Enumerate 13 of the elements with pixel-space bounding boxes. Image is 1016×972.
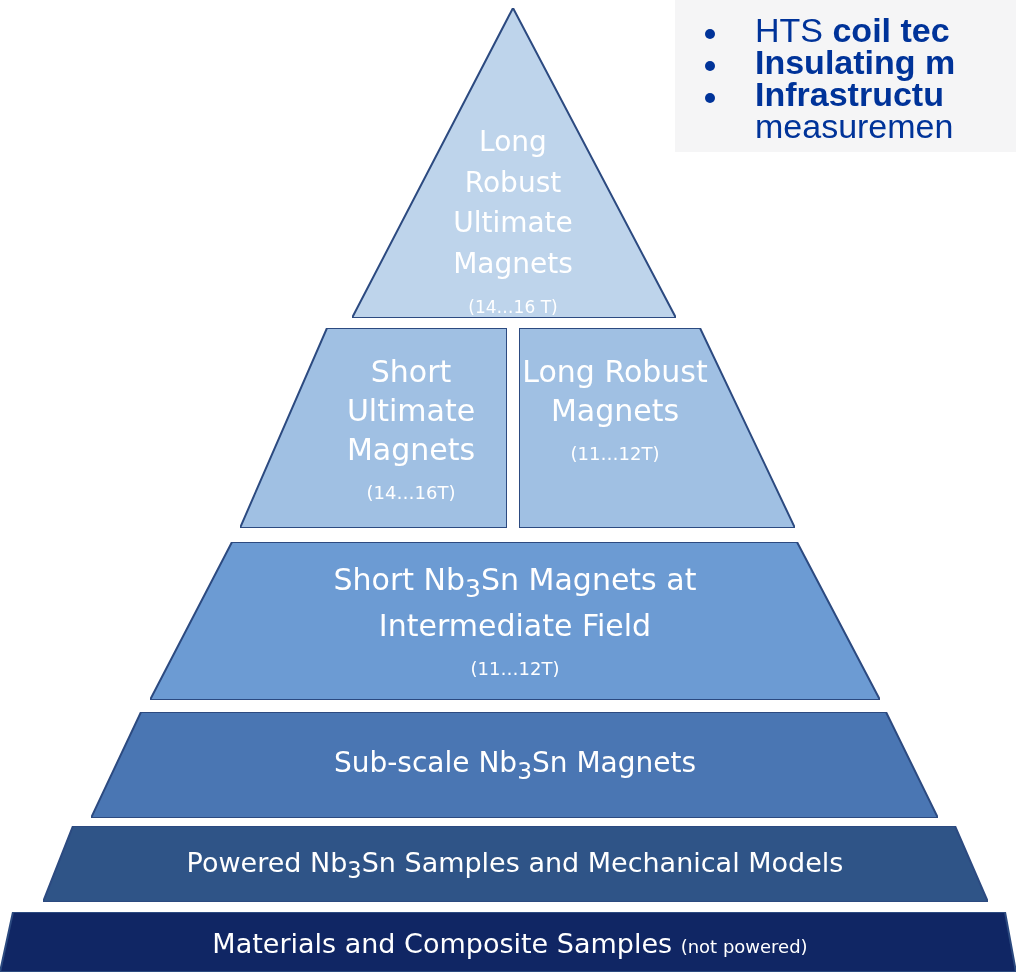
tier-label: Powered Nb$_{3}$Sn Samples and Mechanical Models	[186, 847, 844, 878]
field-range: (not powered)	[680, 936, 808, 957]
field-range: (14…16T)	[366, 482, 456, 503]
tier-label: Long Robust Magnets	[522, 354, 708, 428]
tier-label: Short Ultimate Magnets	[346, 354, 476, 467]
field-range: (14…16 T)	[468, 297, 558, 318]
tier-label: Sub-scale Nb$_{3}$Sn Magnets	[333, 746, 697, 779]
field-range: (11…12T)	[470, 657, 560, 679]
tier-label: Short Nb$_{3}$Sn Magnets at Intermediate Field	[333, 562, 697, 643]
tier-label: Long Robust Ultimate Magnets	[453, 125, 573, 280]
bullet-text: HTS coil tec	[755, 14, 951, 46]
field-range: (11…12T)	[570, 443, 660, 464]
tier-label: Materials and Composite Samples	[212, 928, 673, 959]
